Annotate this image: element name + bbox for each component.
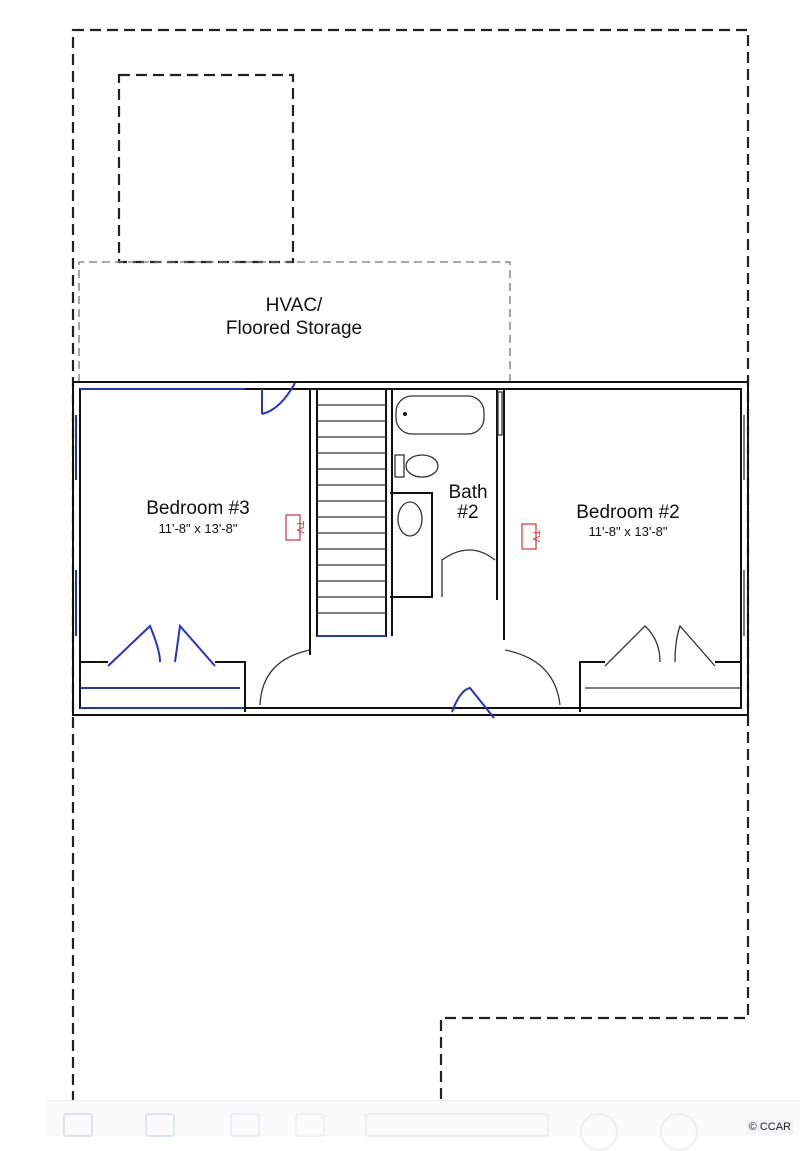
staircase	[309, 389, 393, 655]
storage-label-2: Floored Storage	[226, 318, 362, 339]
bath-label-2: #2	[457, 502, 478, 523]
exterior-wall	[72, 381, 749, 716]
toilet	[394, 454, 405, 478]
viewer-toolbar: © CCAR	[45, 1100, 800, 1151]
bedroom2-name: Bedroom #2	[576, 502, 680, 523]
storage-label-1: HVAC/	[266, 295, 323, 316]
copyright: © CCAR	[745, 1120, 794, 1134]
closet-doors	[107, 623, 216, 667]
svg-text:TV: TV	[294, 521, 305, 534]
tv-outlet-right: TV	[521, 523, 541, 550]
interior-wall-line	[79, 388, 742, 709]
hvac-storage-outline	[78, 261, 511, 382]
zoom-out-icon[interactable]	[580, 1113, 618, 1151]
page-input[interactable]	[365, 1113, 549, 1137]
door	[451, 686, 495, 719]
tv-outlet-left: TV	[285, 514, 305, 541]
door	[259, 649, 561, 706]
bath-label-1: Bath	[448, 482, 487, 503]
print-icon[interactable]	[145, 1113, 175, 1137]
bedroom3-dims: 11'-8" x 13'-8"	[159, 521, 238, 536]
save-icon[interactable]	[63, 1113, 93, 1137]
upper-floor-outline	[71, 28, 750, 1117]
door	[261, 382, 296, 415]
bathtub	[395, 395, 485, 435]
zoom-in-icon[interactable]	[660, 1113, 698, 1151]
window	[75, 388, 245, 709]
svg-text:TV: TV	[530, 530, 541, 543]
bathroom	[390, 389, 505, 640]
sink	[397, 501, 423, 537]
next-icon[interactable]	[295, 1113, 325, 1137]
bedroom2-dims: 11'-8" x 13'-8"	[589, 524, 668, 539]
bedroom3-name: Bedroom #3	[146, 498, 250, 519]
closet	[80, 661, 741, 712]
prev-icon[interactable]	[230, 1113, 260, 1137]
closet-doors	[585, 624, 741, 689]
attic-access-outline	[117, 73, 295, 264]
